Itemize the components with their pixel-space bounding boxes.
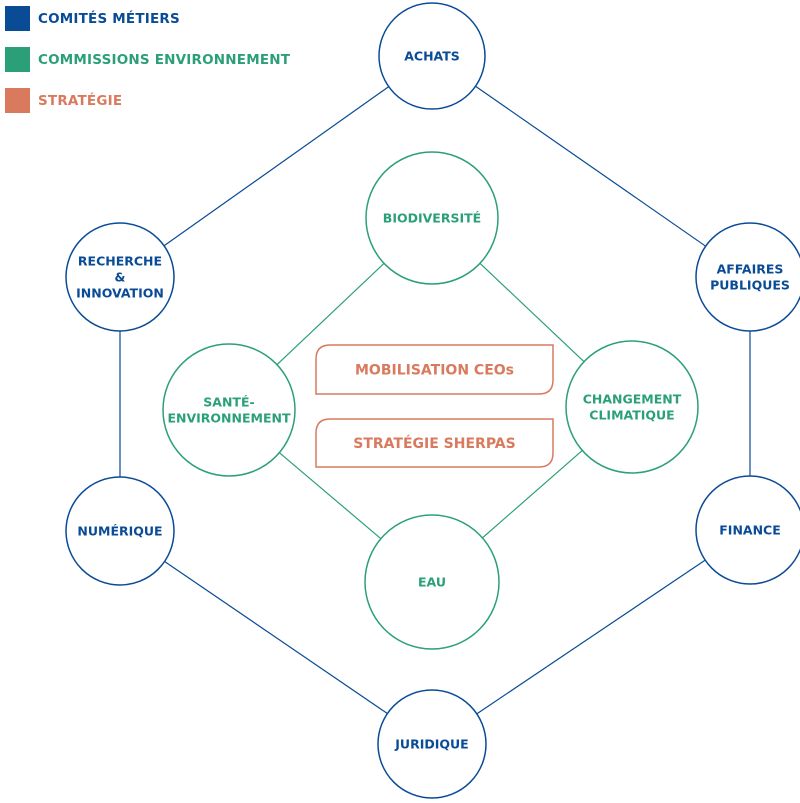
node-label-achats: ACHATS — [404, 49, 460, 64]
edge-achats-to-affaires-publiques — [475, 85, 706, 247]
legend-item-commissions: COMMISSIONS ENVIRONNEMENT — [5, 47, 290, 72]
strategy-box-outline — [315, 418, 554, 468]
node-circle-numerique — [65, 476, 175, 586]
legend-swatch-comites — [5, 6, 30, 31]
node-label-juridique: JURIDIQUE — [394, 737, 468, 752]
edge-biodiversite-to-changement-climatique — [479, 262, 585, 363]
node-label-finance: FINANCE — [719, 523, 781, 538]
edge-sante-environnement-to-biodiversite — [276, 262, 385, 366]
node-circle-affaires-publiques — [695, 222, 800, 332]
legend-label-strategie: STRATÉGIE — [38, 92, 123, 109]
node-label-biodiversite: BIODIVERSITÉ — [383, 211, 481, 226]
commission-node-biodiversite: BIODIVERSITÉ — [365, 151, 499, 285]
edge-changement-climatique-to-eau — [482, 450, 583, 539]
node-circle-achats — [378, 2, 486, 110]
edge-recherche-innovation-to-achats — [163, 86, 390, 247]
node-label-affaires-publiques: PUBLIQUES — [710, 278, 790, 293]
node-label-recherche-innovation: INNOVATION — [76, 286, 164, 301]
node-circle-juridique — [377, 689, 487, 799]
strategy-box-strategie-sherpas: STRATÉGIE SHERPAS — [315, 418, 554, 468]
node-circle-changement-climatique — [565, 340, 699, 474]
node-label-numerique: NUMÉRIQUE — [77, 524, 162, 539]
edge-finance-to-juridique — [476, 559, 706, 715]
node-circle-biodiversite — [365, 151, 499, 285]
node-label-changement-climatique: CHANGEMENT — [583, 392, 682, 407]
commission-node-sante-environnement: SANTÉ-ENVIRONNEMENT — [162, 343, 296, 477]
edge-eau-to-sante-environnement — [278, 452, 382, 540]
commission-node-eau: EAU — [364, 514, 500, 650]
node-circle-eau — [364, 514, 500, 650]
strategy-box-outline — [315, 344, 554, 395]
edges-layer — [119, 85, 751, 715]
legend-label-commissions: COMMISSIONS ENVIRONNEMENT — [38, 51, 291, 68]
strategy-box-label: STRATÉGIE SHERPAS — [353, 435, 515, 452]
comite-node-achats: ACHATS — [378, 2, 486, 110]
node-label-sante-environnement: SANTÉ- — [203, 395, 254, 410]
comite-node-numerique: NUMÉRIQUE — [65, 476, 175, 586]
strategy-box-mobilisation-ceos: MOBILISATION CEOs — [315, 344, 554, 395]
legend-item-strategie: STRATÉGIE — [5, 88, 290, 113]
edge-juridique-to-numerique — [164, 560, 388, 715]
legend-swatch-commissions — [5, 47, 30, 72]
node-label-sante-environnement: ENVIRONNEMENT — [167, 411, 290, 426]
legend: COMITÉS MÉTIERS COMMISSIONS ENVIRONNEMEN… — [5, 6, 290, 129]
node-circle-finance — [695, 475, 800, 585]
comite-node-finance: FINANCE — [695, 475, 800, 585]
strategy-box-label: MOBILISATION CEOs — [355, 363, 514, 379]
node-circle-sante-environnement — [162, 343, 296, 477]
node-label-eau: EAU — [418, 575, 446, 590]
legend-label-comites: COMITÉS MÉTIERS — [38, 10, 180, 27]
comite-node-juridique: JURIDIQUE — [377, 689, 487, 799]
legend-item-comites: COMITÉS MÉTIERS — [5, 6, 290, 31]
node-circle-recherche-innovation — [65, 222, 175, 332]
node-label-changement-climatique: CLIMATIQUE — [589, 408, 674, 423]
legend-swatch-strategie — [5, 88, 30, 113]
node-label-affaires-publiques: AFFAIRES — [717, 262, 784, 277]
node-label-recherche-innovation: RECHERCHE — [78, 254, 162, 269]
comite-node-recherche-innovation: RECHERCHE&INNOVATION — [65, 222, 175, 332]
node-label-recherche-innovation: & — [115, 270, 126, 285]
